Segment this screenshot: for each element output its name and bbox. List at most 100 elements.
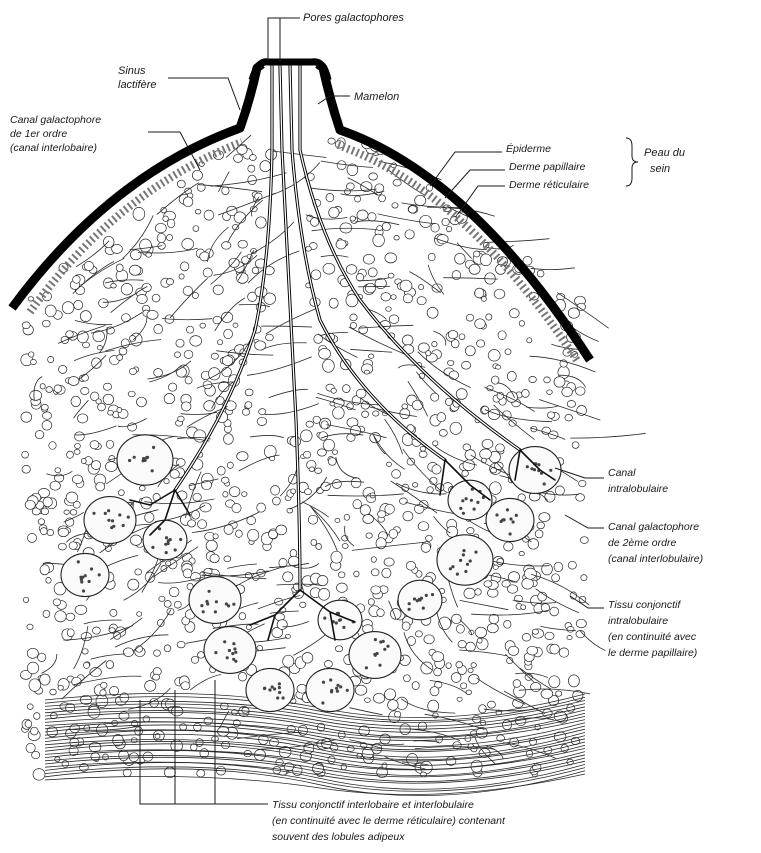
adipose-cell <box>382 223 390 231</box>
adipose-cell <box>27 624 33 630</box>
adipose-cell <box>177 641 185 648</box>
label-tissu-inter-3: souvent des lobules adipeux <box>272 831 405 843</box>
acinus <box>466 563 469 566</box>
label-mamelon: Mamelon <box>354 91 399 103</box>
adipose-cell <box>177 180 185 188</box>
adipose-cell <box>412 400 423 410</box>
adipose-cell <box>193 226 199 232</box>
adipose-cell <box>368 213 376 222</box>
adipose-cell <box>537 522 545 529</box>
acinus <box>383 648 386 651</box>
adipose-cell <box>92 358 102 369</box>
adipose-cell <box>58 543 66 550</box>
adipose-cell <box>504 542 513 551</box>
acinus <box>278 682 281 685</box>
acinus <box>464 570 467 573</box>
acinus <box>342 626 345 629</box>
adipose-cell <box>402 404 408 409</box>
adipose-cell <box>405 230 414 239</box>
adipose-cell <box>432 341 437 346</box>
adipose-cell <box>29 679 41 692</box>
adipose-cell <box>412 682 419 690</box>
adipose-cell <box>469 264 480 274</box>
adipose-cell <box>84 261 93 270</box>
adipose-cell <box>496 365 501 369</box>
adipose-cell <box>178 416 185 422</box>
adipose-cell <box>445 398 452 405</box>
adipose-cell <box>143 752 153 761</box>
adipose-cell <box>140 239 152 252</box>
adipose-cell <box>22 451 29 458</box>
adipose-cell <box>22 322 30 329</box>
acinus <box>214 651 217 654</box>
label-peau-2: sein <box>650 163 670 175</box>
adipose-cell <box>203 268 212 277</box>
label-tissu-inter-1: Tissu conjonctif interlobaire et interlo… <box>272 799 474 811</box>
acinus <box>226 656 229 659</box>
adipose-cell <box>448 331 458 339</box>
adipose-cell <box>47 529 54 535</box>
label-pores: Pores galactophores <box>303 12 404 24</box>
adipose-cell <box>350 216 355 221</box>
adipose-cell <box>335 518 340 522</box>
adipose-cell <box>271 486 280 496</box>
adipose-cell <box>227 462 233 468</box>
adipose-cell <box>105 462 117 472</box>
acinus <box>408 602 411 605</box>
adipose-cell <box>137 294 148 303</box>
adipose-cell <box>211 353 218 359</box>
acinus <box>104 512 107 515</box>
label-canal1-2: de 1er ordre <box>10 128 67 140</box>
adipose-cell <box>74 449 80 454</box>
adipose-cell <box>137 612 142 617</box>
adipose-cell <box>38 519 45 525</box>
adipose-cell <box>38 653 46 661</box>
acinus <box>323 617 326 620</box>
acinus <box>346 689 349 692</box>
adipose-cell <box>465 450 475 460</box>
acinus <box>82 589 85 592</box>
acinus <box>509 532 512 535</box>
acinus <box>271 685 274 688</box>
adipose-cell <box>537 270 544 277</box>
adipose-cell <box>442 218 449 225</box>
adipose-cell <box>386 307 392 312</box>
adipose-cell <box>489 614 499 624</box>
adipose-cell <box>159 596 165 601</box>
adipose-cell <box>356 389 366 398</box>
adipose-cell <box>311 270 321 280</box>
acinus <box>462 553 465 556</box>
adipose-cell <box>389 529 398 538</box>
acinus <box>80 580 83 583</box>
adipose-cell <box>382 763 387 768</box>
adipose-cell <box>403 675 410 682</box>
acinus <box>365 666 368 669</box>
adipose-cell <box>323 439 334 451</box>
adipose-cell <box>81 387 89 394</box>
adipose-cell <box>338 731 345 739</box>
acinus <box>88 580 91 583</box>
adipose-cell <box>193 493 201 501</box>
adipose-cell <box>354 571 359 577</box>
adipose-cell <box>192 292 198 298</box>
adipose-cell <box>67 629 74 637</box>
adipose-cell <box>426 535 433 541</box>
adipose-cell <box>389 315 399 324</box>
adipose-cell <box>111 283 117 288</box>
adipose-cell <box>556 691 562 696</box>
adipose-cell <box>69 542 77 550</box>
acinus <box>107 519 110 522</box>
adipose-cell <box>328 138 335 144</box>
acinus <box>282 696 285 699</box>
adipose-cell <box>234 212 246 223</box>
acinus <box>336 684 339 687</box>
adipose-cell <box>456 389 467 400</box>
adipose-cell <box>567 636 572 640</box>
adipose-cell <box>40 528 47 535</box>
adipose-cell <box>568 308 579 318</box>
adipose-cell <box>283 572 293 582</box>
adipose-cell <box>455 253 466 264</box>
acinus <box>215 600 218 603</box>
adipose-cell <box>371 586 381 594</box>
label-canal2-2: de 2ème ordre <box>608 537 676 549</box>
